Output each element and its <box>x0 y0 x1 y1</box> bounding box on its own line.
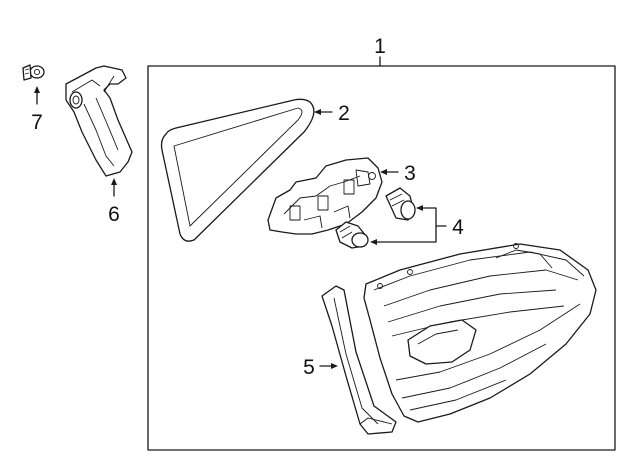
callout-1: 1 <box>374 35 386 58</box>
callout-5: 5 <box>303 356 315 379</box>
bulb-upper <box>385 187 416 221</box>
callout-2-arrow <box>314 109 321 115</box>
bracket-part <box>65 65 133 177</box>
callout-4-leader <box>373 207 437 243</box>
callout-4: 4 <box>452 216 464 239</box>
callout-7: 7 <box>31 111 43 134</box>
callout-6-arrow <box>111 178 117 185</box>
assembly-frame <box>147 65 616 451</box>
tail-lamp-body <box>363 243 597 423</box>
trim-panel-part <box>321 285 397 435</box>
bulbs-part <box>335 187 416 249</box>
bulb-lower <box>335 221 369 249</box>
callout-6: 6 <box>108 203 120 226</box>
bulb-socket-part <box>267 157 383 235</box>
callout-3-arrow <box>380 169 387 175</box>
callout-4-arrow-upper <box>416 205 423 211</box>
callout-3: 3 <box>404 162 416 185</box>
gasket-part <box>160 98 315 242</box>
callout-7-arrow <box>34 86 40 93</box>
callout-5-arrow <box>331 363 338 369</box>
fastener-part <box>22 64 45 81</box>
callout-4-arrow-lower <box>370 239 377 245</box>
callout-2: 2 <box>338 102 350 125</box>
